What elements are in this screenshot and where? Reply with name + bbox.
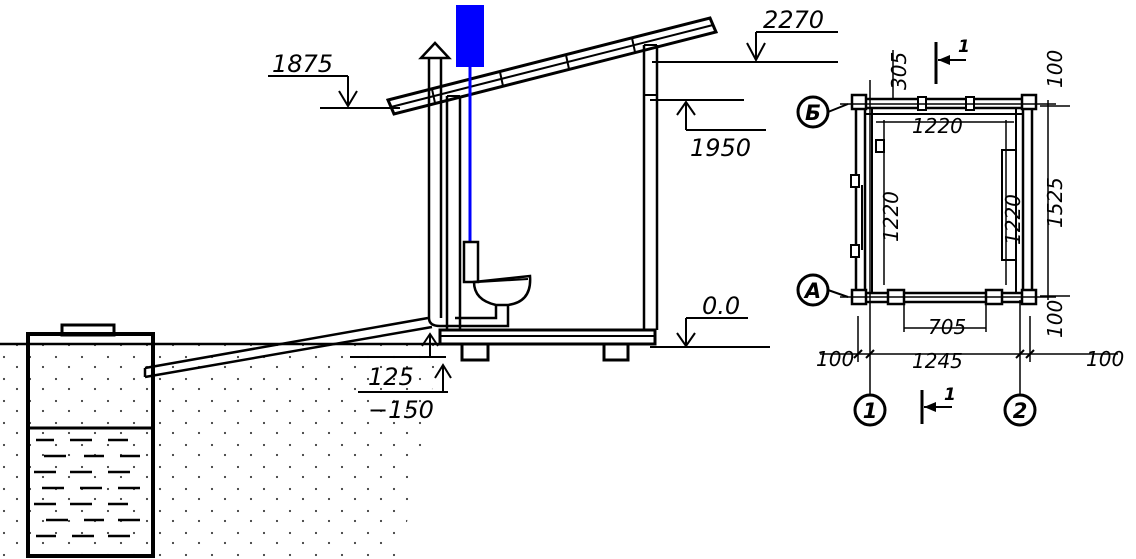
svg-text:А: А [803,279,821,303]
level-roof-top: 2270 [763,6,824,34]
axis-bubble-2: 2 [1003,393,1037,427]
level-mark-ceiling: 1950 [650,99,766,162]
dim-edge-top: 100 [1043,50,1067,88]
dim-edge-bottom: 100 [1043,300,1067,338]
level-mark-pipe: 125 [350,332,446,391]
axis-bubble-1: 1 [853,393,887,427]
dim-offset-top: 305 [887,52,911,90]
level-mark-roof-top: 2270 [652,6,838,63]
section-view: 2270 1875 1950 0.0 [0,5,838,559]
dim-inner-width: 1220 [912,114,963,138]
dim-outer-depth: 1525 [1043,177,1067,228]
level-floor: 0.0 [702,292,740,320]
dim-edge-right: 100 [1086,347,1124,371]
level-mark-ground: −150 [358,363,452,424]
level-ceiling: 1950 [690,134,751,162]
back-wall [445,95,462,330]
dim-inner-depth-right: 1220 [1001,194,1025,245]
vent-arrow-icon [418,41,452,60]
svg-text:2: 2 [1013,399,1028,423]
tank-liquid-dashes [34,438,140,538]
svg-text:Б: Б [805,101,821,125]
water-cistern [456,5,484,67]
sewer-pipe [143,316,433,379]
plan-axes [840,50,1070,395]
dim-door: 705 [928,315,966,339]
level-pipe-depth: 125 [368,363,414,391]
level-mark-roof-low: 1875 [268,50,400,109]
bottom-dimension-line [820,316,1118,362]
floor [438,328,657,362]
plan-view: Б А 1 2 1 1 [796,37,1124,427]
section-cut-mark-top: 1 [934,37,970,84]
dim-overall-width: 1245 [912,349,963,373]
dim-inner-depth-left: 1220 [879,191,903,242]
svg-text:1: 1 [944,385,956,405]
level-ground: −150 [368,396,434,424]
door-dimension-line [903,304,987,332]
toilet [455,240,532,328]
section-cut-mark-bottom: 1 [920,385,956,424]
axis-bubble-a: А [796,273,849,307]
svg-text:1: 1 [863,399,878,423]
level-roof-low: 1875 [272,50,333,78]
level-mark-floor: 0.0 [676,292,748,348]
svg-text:1: 1 [958,37,970,57]
dim-edge-left: 100 [816,347,854,371]
axis-bubble-b: Б [796,95,849,129]
front-wall [642,44,659,330]
roof [385,16,719,116]
septic-tank [26,323,155,558]
